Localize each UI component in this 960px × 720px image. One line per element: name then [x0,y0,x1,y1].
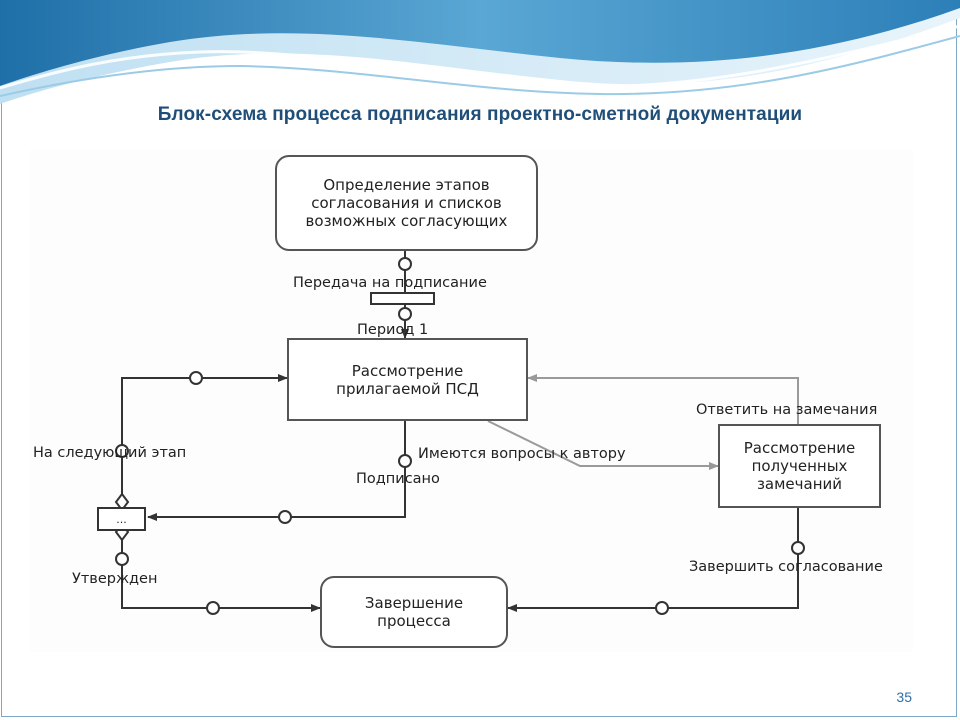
label-answer-remarks: Ответить на замечания [696,402,878,418]
label-questions-to-author: Имеются вопросы к автору [418,446,626,462]
decision-junction: ... [97,507,146,531]
label-finish-approval: Завершить согласование [689,559,883,575]
label-signed: Подписано [356,471,440,487]
handoff-bar [370,292,435,305]
connector-circle [398,454,412,468]
node-define-stages-text: Определение этапов согласования и списко… [305,176,508,230]
page-number: 35 [896,689,912,705]
node-review-remarks: Рассмотрение полученных замечаний [718,424,881,508]
label-approved: Утвержден [72,571,158,587]
label-next-stage: На следующий этап [33,445,187,461]
node-review-psd-text: Рассмотрение прилагаемой ПСД [336,361,479,398]
edge-signed [147,421,406,521]
header-wave-decoration [0,0,960,104]
connector-circle [115,444,129,458]
connector-circle [278,510,292,524]
decision-junction-label: ... [116,512,127,526]
label-send-to-sign: Передача на подписание [293,275,487,291]
label-period: Период 1 [357,322,429,338]
connector-circle [115,552,129,566]
node-define-stages: Определение этапов согласования и списко… [275,155,538,251]
node-review-psd: Рассмотрение прилагаемой ПСД [287,338,528,421]
node-finish-process-text: Завершение процесса [364,594,464,630]
edge-answer-remarks [527,374,799,424]
node-review-remarks-text: Рассмотрение полученных замечаний [743,439,856,493]
edge-finish-approval [507,508,799,612]
connector-circle [398,257,412,271]
connector-circle [655,601,669,615]
connector-circle [189,371,203,385]
slide-title: Блок-схема процесса подписания проектно-… [157,104,803,125]
connector-circle [206,601,220,615]
node-finish-process: Завершение процесса [320,576,508,648]
edge-questions-to-author [487,420,719,470]
connector-circle [791,541,805,555]
edge-next-stage-loop [121,374,288,505]
edge-approved [121,532,321,612]
connector-circle [398,307,412,321]
